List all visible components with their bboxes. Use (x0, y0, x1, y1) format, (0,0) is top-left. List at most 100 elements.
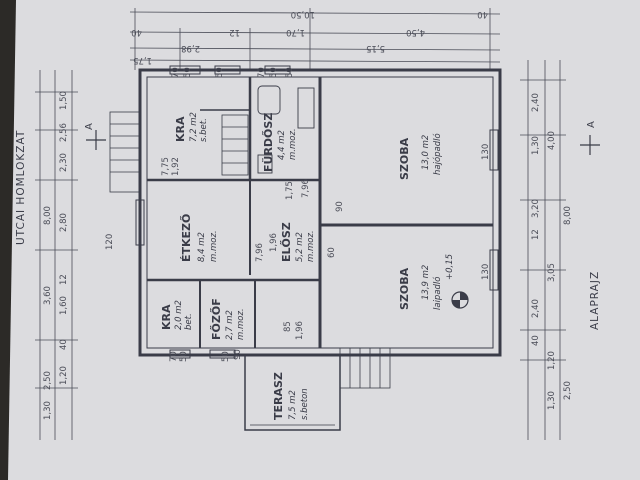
svg-text:40: 40 (531, 335, 541, 346)
svg-text:laipadló: laipadló (432, 277, 443, 311)
svg-text:4,00: 4,00 (547, 131, 557, 150)
svg-text:7,2 m2: 7,2 m2 (189, 112, 199, 142)
section-label-right: A (586, 121, 597, 128)
svg-text:1,30: 1,30 (547, 391, 557, 410)
room-furdo: FÜRDŐSZ 4,4 m2 m.moz. (261, 113, 298, 172)
windows (135, 65, 499, 359)
svg-text:3,20: 3,20 (531, 199, 541, 218)
svg-text:70: 70 (171, 67, 181, 78)
svg-text:3,05: 3,05 (547, 263, 557, 282)
svg-text:7,96: 7,96 (301, 179, 311, 198)
svg-text:2,50: 2,50 (43, 371, 53, 390)
left-dimensions (35, 70, 78, 440)
svg-text:1,75: 1,75 (285, 181, 295, 200)
svg-text:7,75: 7,75 (161, 157, 171, 176)
svg-text:2,0 m2: 2,0 m2 (174, 300, 184, 330)
svg-text:m.moz.: m.moz. (209, 230, 219, 262)
room-fozo: FŐZŐF 2,7 m2 m.moz. (209, 298, 246, 340)
section-mark-left (86, 130, 106, 150)
svg-text:60: 60 (327, 247, 337, 258)
svg-text:TERASZ: TERASZ (272, 372, 285, 420)
svg-text:FŐZŐF: FŐZŐF (209, 298, 223, 340)
svg-text:5,2 m2: 5,2 m2 (295, 232, 305, 262)
svg-text:1,70: 1,70 (286, 27, 305, 37)
svg-text:90: 90 (233, 349, 243, 360)
room-etkezo: ÉTKEZŐ 8,4 m2 m.moz. (179, 214, 219, 262)
svg-text:120: 120 (105, 234, 115, 250)
section-mark-right (580, 135, 600, 155)
svg-text:40: 40 (131, 27, 142, 37)
svg-text:1,92: 1,92 (171, 157, 181, 176)
svg-text:1,30: 1,30 (531, 136, 541, 155)
svg-text:2,56: 2,56 (59, 123, 69, 142)
svg-text:2,7 m2: 2,7 m2 (225, 310, 235, 340)
room-kamra-bottom: KRA 2,0 m2 bet. (160, 300, 194, 330)
svg-text:50: 50 (215, 67, 225, 78)
svg-text:2,30: 2,30 (59, 153, 69, 172)
svg-text:SZOBA: SZOBA (398, 267, 411, 310)
svg-text:2,50: 2,50 (563, 381, 573, 400)
shadow-edge (0, 0, 16, 480)
svg-text:50: 50 (179, 351, 189, 362)
left-dim-labels: 8,00 2,56 1,50 2,30 2,80 3,60 1,60 2,50 … (43, 91, 69, 420)
room-kamra-top: KRA 7,2 m2 s.bet. (174, 112, 209, 142)
svg-text:KRA: KRA (174, 116, 187, 142)
section-label-left: A (84, 123, 95, 130)
svg-text:12: 12 (531, 229, 541, 240)
floor-plan-title: ALAPRAJZ (589, 271, 601, 330)
svg-text:8,00: 8,00 (43, 206, 53, 225)
svg-text:SZOBA: SZOBA (398, 137, 411, 180)
svg-text:40: 40 (477, 9, 488, 19)
svg-text:12: 12 (59, 274, 69, 285)
top-dimensions (129, 8, 501, 70)
svg-text:bet.: bet. (184, 313, 194, 330)
room-terasz: TERASZ 7,5 m2 s.beton (272, 372, 310, 420)
svg-text:m.moz.: m.moz. (306, 230, 316, 262)
right-dimensions (520, 60, 566, 440)
svg-text:KRA: KRA (160, 304, 173, 330)
svg-text:1,30: 1,30 (43, 401, 53, 420)
walls (138, 68, 502, 357)
svg-text:m.moz.: m.moz. (236, 308, 246, 340)
svg-text:s.bet.: s.bet. (199, 118, 209, 142)
svg-text:1,96: 1,96 (295, 321, 305, 340)
stairs (109, 111, 391, 389)
svg-text:m.moz.: m.moz. (288, 128, 298, 160)
svg-text:85: 85 (283, 321, 293, 332)
svg-text:1,20: 1,20 (547, 351, 557, 370)
svg-text:50: 50 (183, 67, 193, 78)
room-szoba-bottom: SZOBA 13,9 m2 laipadló +0,15 (398, 254, 455, 310)
svg-text:8,4 m2: 8,4 m2 (197, 232, 207, 262)
top-dim-labels: 10,50 4,50 5,15 1,75 2,98 1,70 40 12 40 (131, 9, 488, 65)
svg-text:4,50: 4,50 (406, 27, 425, 37)
svg-text:40: 40 (59, 339, 69, 350)
svg-text:2,40: 2,40 (531, 93, 541, 112)
svg-text:90: 90 (335, 201, 345, 212)
svg-text:7,96: 7,96 (255, 243, 265, 262)
svg-text:+0,15: +0,15 (445, 254, 455, 280)
street-elevation-title: UTCAI HOMLOKZAT (15, 130, 27, 245)
svg-text:1,60: 1,60 (59, 296, 69, 315)
svg-text:FÜRDŐSZ: FÜRDŐSZ (261, 113, 275, 172)
svg-text:1,75: 1,75 (133, 55, 152, 65)
inner-marks: 7,75 1,92 1,75 7,96 1,96 7,96 1,96 (161, 157, 311, 340)
svg-text:3,60: 3,60 (43, 286, 53, 305)
svg-text:1,50: 1,50 (59, 91, 69, 110)
outer-wall (138, 68, 502, 357)
room-eloszoba: ELŐSZ 5,2 m2 m.moz. (279, 222, 316, 262)
svg-text:50: 50 (221, 351, 231, 362)
svg-text:4,4 m2: 4,4 m2 (277, 130, 287, 160)
svg-text:hajópadló: hajópadló (432, 133, 443, 175)
svg-text:s.beton: s.beton (300, 388, 310, 420)
svg-text:70: 70 (169, 351, 179, 362)
svg-text:8,00: 8,00 (563, 206, 573, 225)
svg-text:ÉTKEZŐ: ÉTKEZŐ (179, 214, 193, 262)
svg-text:13,9 m2: 13,9 m2 (421, 265, 431, 300)
svg-text:7,5 m2: 7,5 m2 (288, 390, 298, 420)
svg-text:2,40: 2,40 (531, 299, 541, 318)
svg-text:50: 50 (269, 67, 279, 78)
svg-text:130: 130 (481, 264, 491, 280)
svg-text:13,0 m2: 13,0 m2 (421, 135, 431, 170)
opening-marks: 70 50 50 70 50 50 70 50 50 120 90 85 60 … (105, 67, 491, 362)
